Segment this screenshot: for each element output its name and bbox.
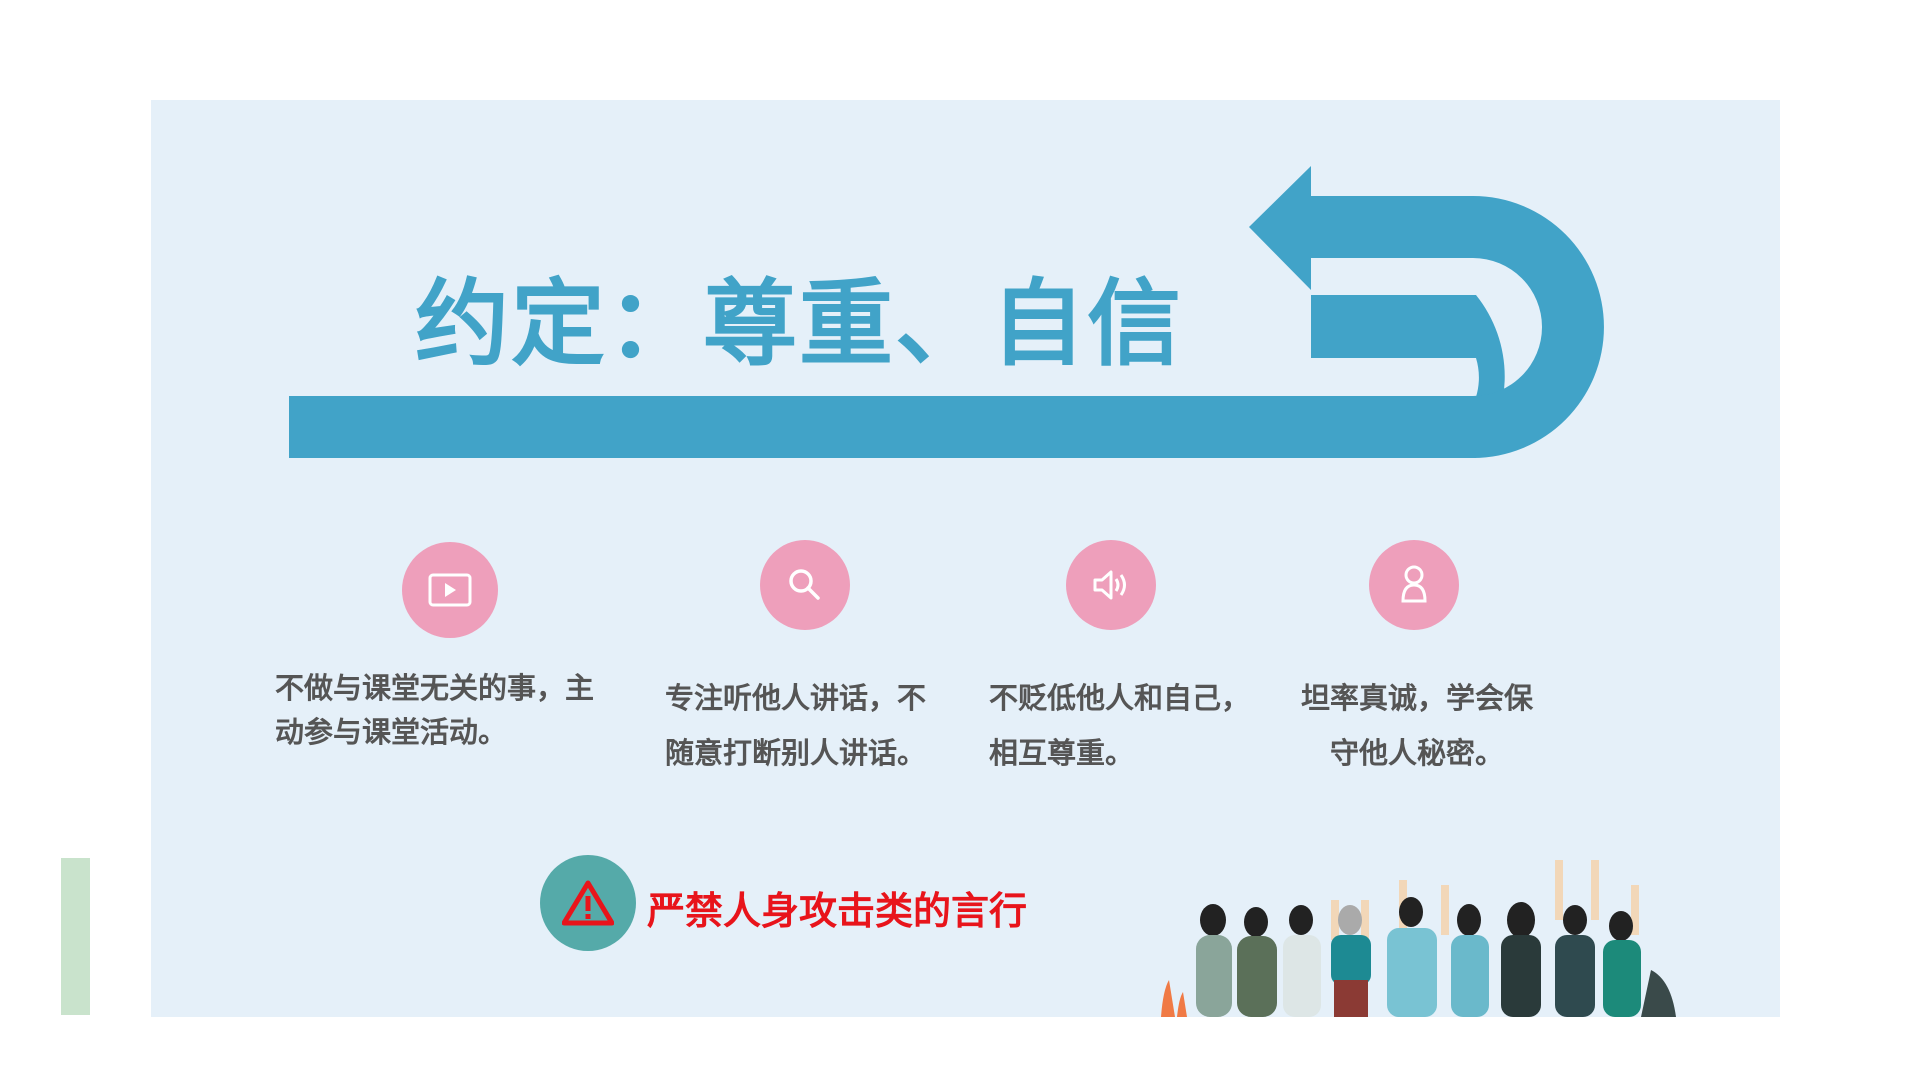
u-turn-arrow — [289, 166, 1604, 458]
rule-2-line-1: 专注听他人讲话，不 — [665, 681, 927, 715]
rule-4-icon-circle — [1369, 540, 1459, 630]
rule-4-line-1: 坦率真诚，学会保 — [1301, 681, 1534, 715]
rule-3-line-1: 不贬低他人和自己， — [989, 681, 1251, 715]
rule-1-line-1: 不做与课堂无关的事，主 — [275, 671, 595, 705]
warning-text: 严禁人身攻击类的言行 — [647, 889, 1028, 933]
rule-3-text: 不贬低他人和自己， 相互尊重。 — [989, 671, 1250, 781]
warning-circle — [540, 855, 636, 951]
rule-4-text: 坦率真诚，学会保 守他人秘密。 — [1301, 671, 1533, 781]
side-accent-bar — [61, 858, 90, 1015]
rule-2-line-2: 随意打断别人讲话。 — [665, 736, 927, 770]
speaker-icon — [1093, 570, 1126, 600]
play-icon — [428, 573, 472, 607]
rule-4-line-2: 守他人秘密。 — [1330, 736, 1505, 770]
rule-1-icon-circle — [402, 542, 498, 638]
rule-1-line-2: 动参与课堂活动。 — [275, 715, 508, 749]
slide: 约定：尊重、自信 不做与课堂无关的事，主 动参与课堂活动。 专注听他人讲话，不 … — [151, 100, 1780, 1017]
page-title: 约定：尊重、自信 — [415, 270, 1184, 379]
rule-3-line-2: 相互尊重。 — [989, 736, 1135, 770]
person-icon — [1401, 565, 1427, 603]
rule-1-text: 不做与课堂无关的事，主 动参与课堂活动。 — [275, 663, 594, 757]
warning-icon — [562, 880, 614, 926]
students-illustration — [1161, 860, 1676, 1017]
rule-2-icon-circle — [760, 540, 850, 630]
search-icon — [789, 569, 820, 600]
rule-3-icon-circle — [1066, 540, 1156, 630]
rule-2-text: 专注听他人讲话，不 随意打断别人讲话。 — [665, 671, 926, 781]
